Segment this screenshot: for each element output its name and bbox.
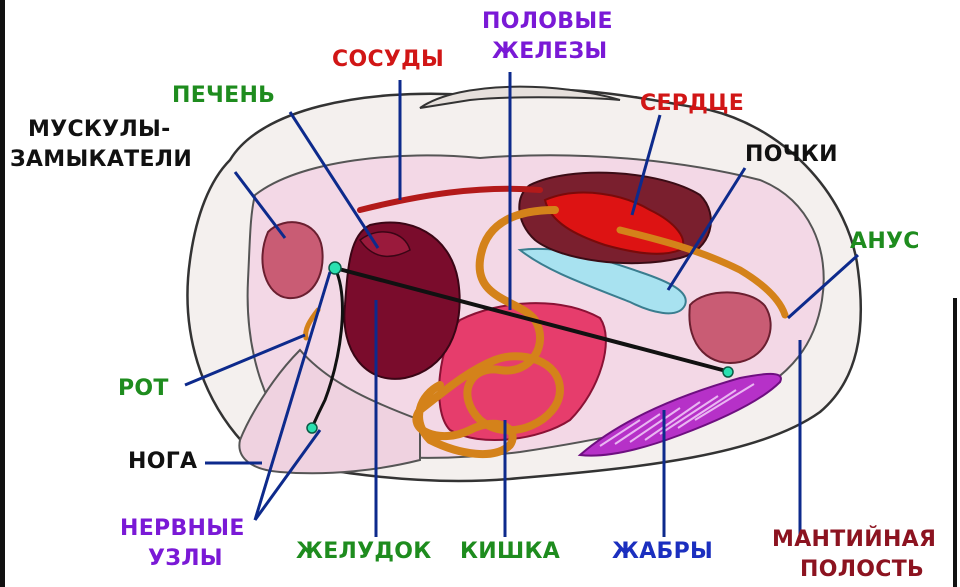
label-intestine: КИШКА (460, 540, 560, 564)
label-mantle-line2: ПОЛОСТЬ (800, 558, 924, 582)
cerebral-ganglion (329, 262, 341, 274)
label-mouth: РОТ (118, 377, 169, 401)
label-ganglia-line1: НЕРВНЫЕ (120, 517, 245, 541)
label-heart: СЕРДЦЕ (640, 92, 744, 116)
label-stomach: ЖЕЛУДОК (296, 540, 432, 564)
visceral-ganglion (723, 367, 733, 377)
label-foot: НОГА (128, 450, 197, 474)
label-gonads-line1: ПОЛОВЫЕ (482, 10, 613, 34)
label-ganglia-line2: УЗЛЫ (148, 547, 223, 571)
label-muscles-line2: ЗАМЫКАТЕЛИ (10, 148, 192, 172)
label-gills: ЖАБРЫ (612, 540, 713, 564)
label-mantle-line1: МАНТИЙНАЯ (772, 528, 936, 552)
label-kidneys: ПОЧКИ (745, 143, 838, 167)
label-muscles-line1: МУСКУЛЫ- (28, 118, 171, 142)
label-vessels: СОСУДЫ (332, 48, 444, 72)
anterior-adductor-muscle (262, 222, 322, 298)
label-gonads-line2: ЖЕЛЕЗЫ (492, 40, 608, 64)
label-liver: ПЕЧЕНЬ (172, 84, 275, 108)
label-anus: АНУС (850, 230, 920, 254)
pedal-ganglion (307, 423, 317, 433)
